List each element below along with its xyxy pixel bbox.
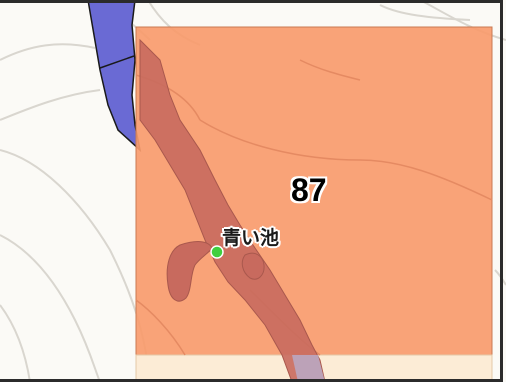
place-label[interactable]: 青い池: [222, 227, 280, 249]
river: [87, 0, 142, 153]
road-line: [494, 269, 506, 286]
tile-value-label: 87: [291, 172, 327, 208]
road-line: [419, 0, 506, 41]
road-line: [379, 4, 471, 21]
green-dot-icon[interactable]: [210, 245, 224, 259]
pond-area: [241, 252, 265, 280]
road-line: [135, 299, 186, 356]
river-tail: [292, 355, 325, 382]
road-line: [0, 43, 96, 61]
road-line: [299, 59, 361, 81]
pond-area: [166, 241, 213, 302]
river-channel: [139, 38, 326, 382]
road-line: [0, 304, 31, 382]
road-line: [0, 234, 101, 382]
road-line: [199, 119, 493, 201]
road-line: [0, 89, 101, 121]
river-divider: [99, 55, 135, 69]
